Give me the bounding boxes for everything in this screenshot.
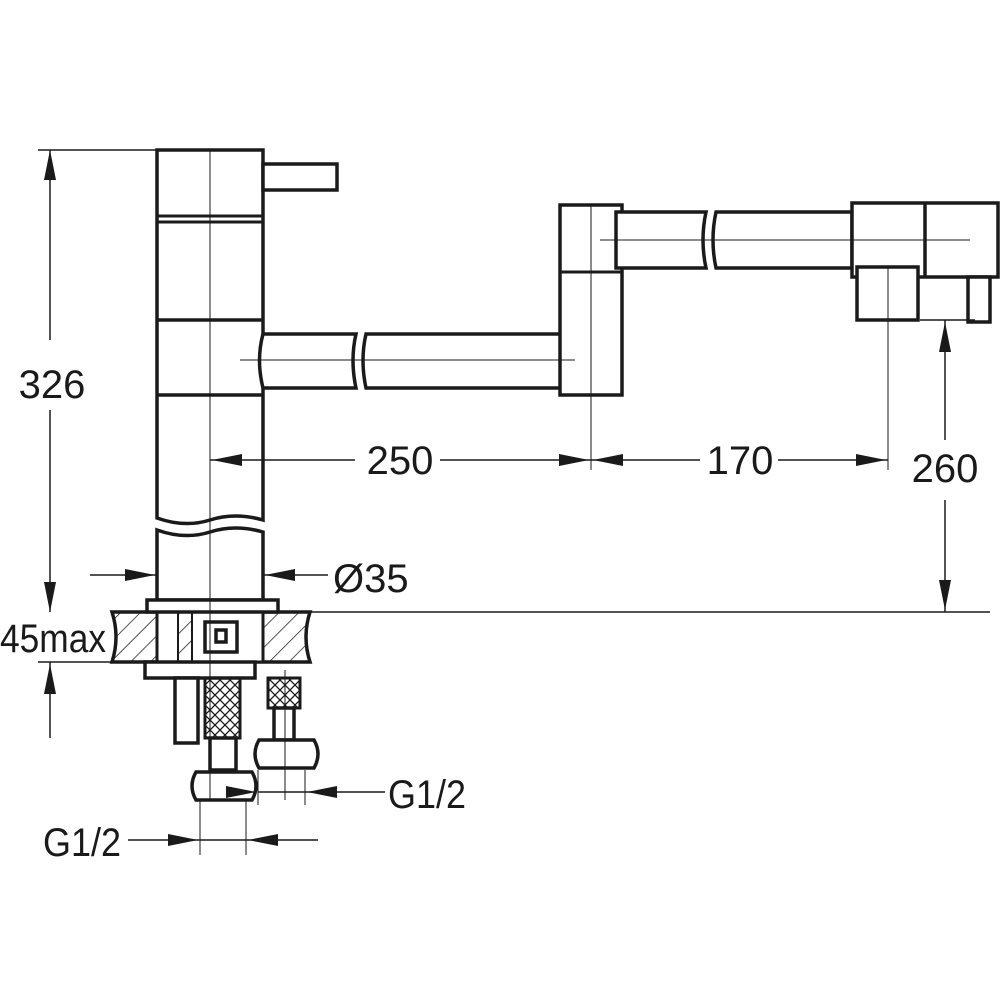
center-lines <box>209 150 970 800</box>
dim-body-diameter: Ø35 <box>333 557 409 601</box>
hose-nut-2 <box>253 738 320 770</box>
hose-nut-1 <box>190 770 258 802</box>
dim-connection-1: G1/2 <box>43 821 121 865</box>
dim-spout-reach-2: 170 <box>707 439 774 483</box>
dimensions: 326 250 170 260 Ø35 45max <box>0 149 990 865</box>
dim-total-height: 326 <box>19 363 86 407</box>
base-flange <box>145 598 280 614</box>
lever-handle <box>261 162 339 192</box>
spout <box>257 201 1000 397</box>
dim-outlet-height: 260 <box>912 447 979 491</box>
connections <box>143 660 320 802</box>
dim-spout-reach-1: 250 <box>367 439 434 483</box>
threaded-rod <box>173 676 200 745</box>
dim-counter-thickness: 45max <box>0 617 106 661</box>
countertop <box>109 610 313 664</box>
dim-connection-2: G1/2 <box>388 773 466 817</box>
